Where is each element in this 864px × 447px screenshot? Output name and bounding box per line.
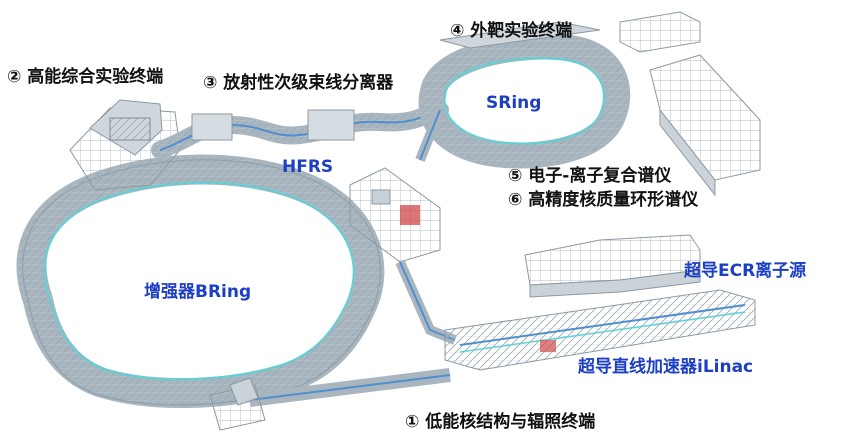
- central-connection-structure: [349, 108, 445, 263]
- low-energy-terminal-structure: [209, 377, 266, 431]
- external-target-terminal-structure: [619, 11, 761, 197]
- hfrs-beamline-structure: [151, 101, 449, 159]
- label-ecr-ion-source: 超导ECR离子源: [684, 261, 807, 281]
- label-low-energy-terminal: ① 低能核结构与辐照终端: [405, 412, 596, 432]
- ilinac-structure: [444, 289, 756, 371]
- label-electron-ion-spectrometer: ⑤ 电子-离子复合谱仪: [508, 166, 672, 186]
- label-external-target-terminal: ④ 外靶实验终端: [450, 21, 573, 41]
- label-rib-separator: ③ 放射性次级束线分离器: [203, 73, 394, 93]
- ecr-ion-source-structure: [524, 234, 701, 298]
- label-mass-ring-spectrometer: ⑥ 高精度核质量环形谱仪: [508, 190, 699, 210]
- label-high-energy-terminal: ② 高能综合实验终端: [7, 67, 164, 87]
- label-ilinac: 超导直线加速器iLinac: [578, 357, 754, 377]
- high-energy-terminal-structure: [69, 99, 181, 191]
- label-bring: 增强器BRing: [144, 282, 252, 302]
- sring-storage-ring: [418, 21, 631, 169]
- label-sring: SRing: [486, 93, 542, 113]
- label-hfrs: HFRS: [282, 157, 334, 177]
